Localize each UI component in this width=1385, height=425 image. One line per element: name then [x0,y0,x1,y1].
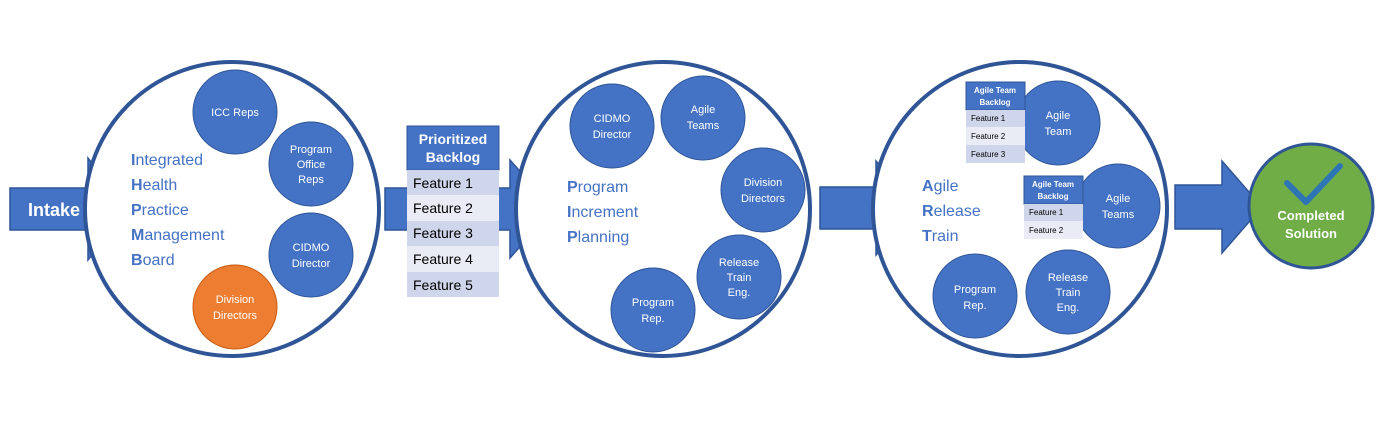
art-member-agile-team: Agile Team [1015,80,1101,166]
svg-text:ICC Reps: ICC Reps [211,107,259,119]
svg-text:Directors: Directors [213,310,258,322]
svg-text:Feature 5: Feature 5 [413,277,473,293]
svg-text:Prioritized: Prioritized [419,131,487,147]
art-member-release-train-eng: Release Train Eng. [1025,249,1111,335]
svg-text:Teams: Teams [1102,209,1135,221]
svg-text:Feature 4: Feature 4 [413,251,473,267]
art-word-2: Release [922,203,981,220]
svg-text:Backlog: Backlog [426,149,480,165]
svg-text:CIDMO: CIDMO [293,242,330,254]
svg-text:Director: Director [292,258,331,270]
svg-text:Rep.: Rep. [963,300,986,312]
pi-word-2: Increment [567,204,639,221]
pi-member-agile-teams: Agile Teams [660,75,746,161]
pi-planning-title: Program Increment Planning [567,175,638,250]
board-member-program-office-reps: Program Office Reps [268,121,354,207]
svg-text:Feature 1: Feature 1 [1029,208,1064,217]
pi-member-division-directors: Division Directors [720,147,806,233]
agile-team-backlog-1: Agile Team Backlog Feature 1 Feature 2 F… [965,81,1026,163]
board-word-1: Integrated [131,152,204,169]
art-word-1: Agile [922,178,959,195]
art-word-3: Train [922,228,959,245]
svg-text:Teams: Teams [687,120,720,132]
pi-word-3: Planning [567,229,630,246]
pi-member-release-train-eng: Release Train Eng. [696,234,782,320]
svg-text:Agile: Agile [1046,110,1070,122]
svg-text:Feature 3: Feature 3 [971,150,1006,159]
svg-text:Rep.: Rep. [641,313,664,325]
board-member-division-directors: Division Directors [192,264,278,350]
agile-team-backlog-2: Agile Team Backlog Feature 1 Feature 2 [1023,175,1084,239]
svg-text:Office: Office [297,159,326,171]
svg-text:Solution: Solution [1285,226,1337,241]
svg-text:Release: Release [719,257,759,269]
pi-member-program-rep: Program Rep. [610,267,696,353]
svg-text:Backlog: Backlog [979,98,1010,107]
svg-text:Feature 2: Feature 2 [413,200,473,216]
pi-member-cidmo-director: CIDMO Director [569,83,655,169]
svg-text:Program: Program [632,297,674,309]
svg-text:Eng.: Eng. [728,287,751,299]
svg-text:Agile Team: Agile Team [974,86,1016,95]
svg-text:Feature 1: Feature 1 [971,114,1006,123]
svg-text:Division: Division [216,294,255,306]
svg-text:Completed: Completed [1277,208,1344,223]
svg-text:Reps: Reps [298,174,324,186]
art-member-agile-teams: Agile Teams [1075,163,1161,249]
svg-text:Train: Train [1056,287,1081,299]
svg-text:CIDMO: CIDMO [594,113,631,125]
flow-arrow-4 [1174,158,1263,256]
svg-text:Agile: Agile [691,104,715,116]
svg-text:Agile: Agile [1106,193,1130,205]
board-member-cidmo-director: CIDMO Director [268,212,354,298]
svg-text:Feature 1: Feature 1 [413,175,473,191]
board-word-2: Health [131,177,178,194]
svg-text:Directors: Directors [741,193,786,205]
svg-text:Program: Program [290,144,332,156]
svg-text:Agile Team: Agile Team [1032,180,1074,189]
svg-text:Release: Release [1048,272,1088,284]
svg-text:Feature 3: Feature 3 [413,225,473,241]
svg-text:Feature 2: Feature 2 [1029,226,1064,235]
board-word-4: Management [131,227,225,244]
pi-word-1: Program [567,179,629,196]
svg-text:Program: Program [954,284,996,296]
board-title: Integrated Health Practice Management Bo… [131,148,224,273]
intake-label: Intake [28,200,80,220]
svg-text:Backlog: Backlog [1037,192,1068,201]
board-word-5: Board [131,252,175,269]
art-title: Agile Release Train [922,174,981,249]
svg-text:Director: Director [593,129,632,141]
svg-text:Train: Train [727,272,752,284]
art-member-program-rep: Program Rep. [932,253,1018,339]
board-word-3: Practice [131,202,189,219]
prioritized-backlog: Prioritized Backlog Feature 1 Feature 2 … [406,125,500,297]
svg-text:Team: Team [1045,126,1072,138]
checkmark-icon [1284,163,1343,205]
svg-text:Eng.: Eng. [1057,302,1080,314]
board-member-icc-reps: ICC Reps [192,69,278,155]
svg-text:Division: Division [744,177,783,189]
svg-text:Feature 2: Feature 2 [971,132,1006,141]
completed-solution: Completed Solution [1247,142,1375,270]
